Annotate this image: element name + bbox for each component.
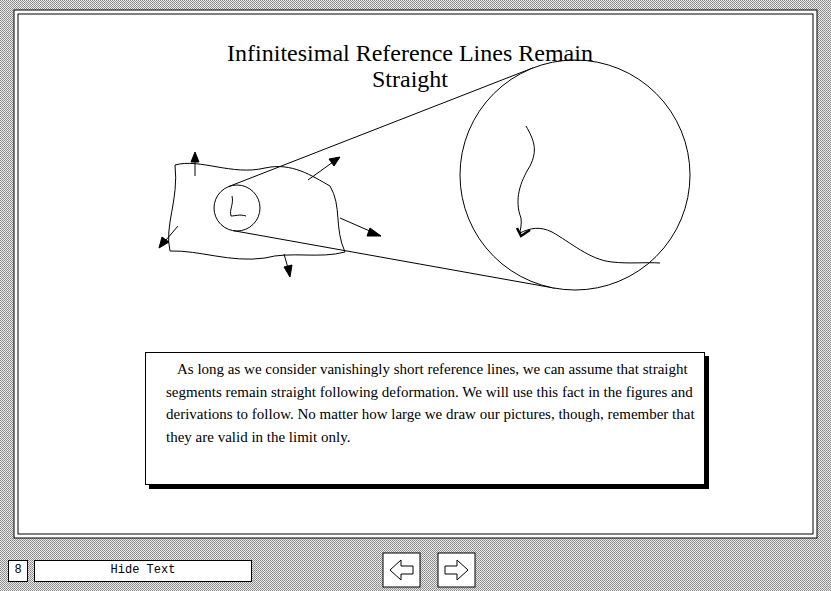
small-circle [214, 185, 260, 231]
text-panel: As long as we consider vanishingly short… [145, 352, 705, 485]
panel-inner-border [18, 14, 813, 534]
back-button [383, 553, 420, 587]
forward-arrow-icon [445, 560, 468, 580]
reference-line-corner [517, 228, 530, 236]
page-number-box: 8 [8, 560, 28, 582]
large-circle [460, 60, 690, 290]
deformed-body [169, 163, 345, 259]
node-text: As long as we consider vanishingly short… [166, 358, 698, 448]
small-reference-lines [231, 196, 246, 216]
hide-text-button: Hide Text [34, 560, 252, 582]
node-text: Hide Text [37, 561, 249, 579]
back-arrow-icon [390, 560, 413, 580]
reference-line-curve [518, 126, 534, 233]
slide-panel [14, 10, 817, 538]
forward-button [438, 553, 475, 587]
node-text: 8 [11, 561, 25, 579]
reference-line-curve [520, 228, 660, 263]
slide-title: Infinitesimal Reference Lines Remain Str… [210, 40, 610, 92]
